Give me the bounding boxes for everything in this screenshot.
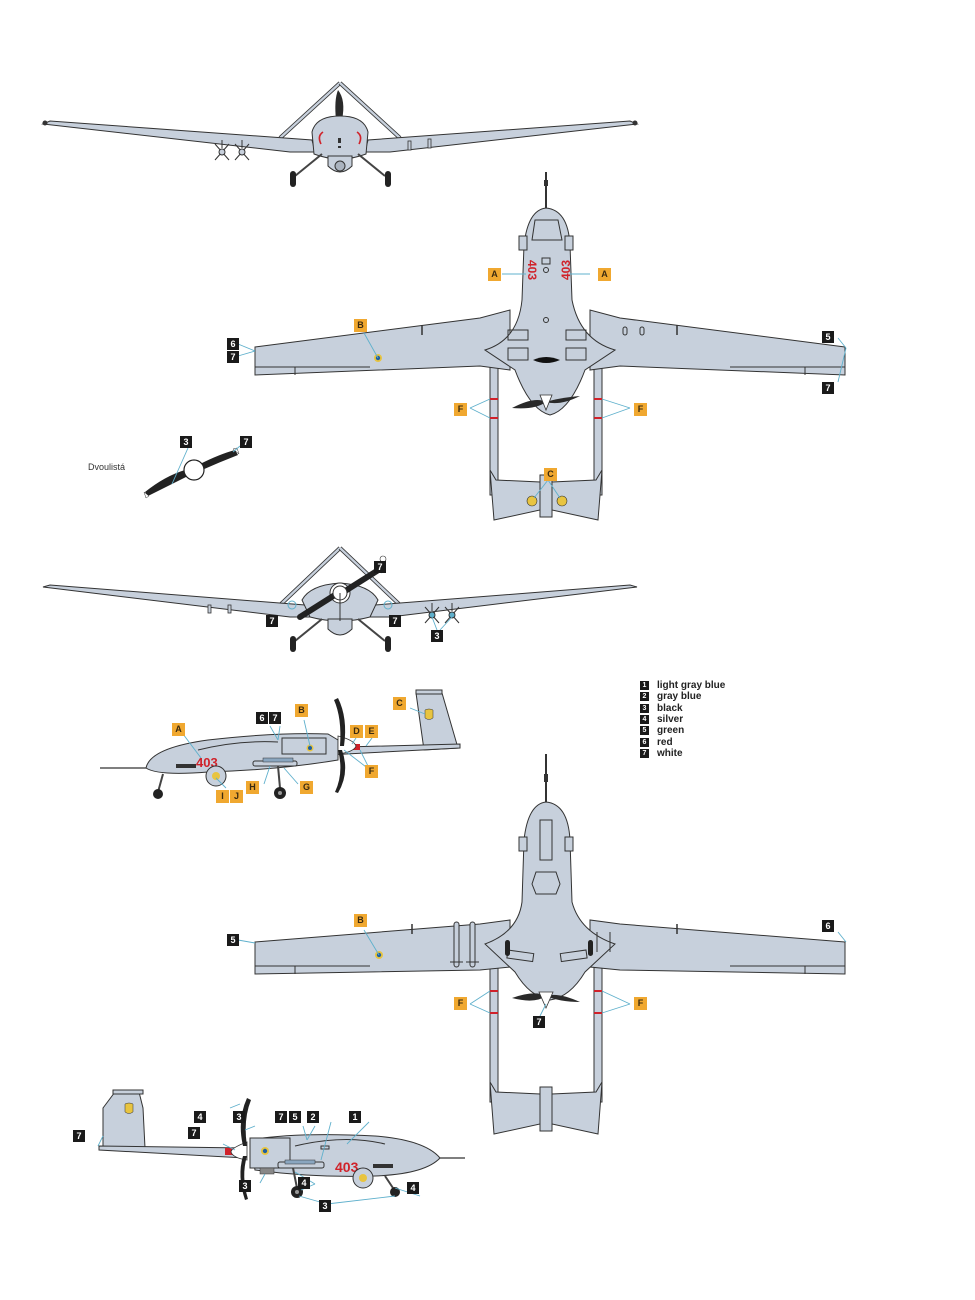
legend-key: 4 xyxy=(640,715,649,725)
callout-5-top: 5 xyxy=(822,331,834,343)
legend-key: 2 xyxy=(640,692,649,702)
callout-4-right-top: 4 xyxy=(194,1111,206,1123)
callout-B-bottom: B xyxy=(354,914,367,927)
callout-F-top-right: F xyxy=(634,403,647,416)
legend-key: 5 xyxy=(640,726,649,736)
callout-6-top: 6 xyxy=(227,338,239,350)
callout-7-front-right: 7 xyxy=(389,615,401,627)
callout-6-side: 6 xyxy=(256,712,268,724)
callout-C-tail: C xyxy=(393,697,406,710)
callout-7-right-tail: 7 xyxy=(73,1130,85,1142)
legend-label: white xyxy=(657,747,683,759)
legend-item: 6 red xyxy=(640,736,725,748)
callout-2-right: 2 xyxy=(307,1111,319,1123)
bottom-plan-view xyxy=(237,754,847,1135)
callout-4-right-mid: 4 xyxy=(298,1177,310,1189)
callout-3-right-bottom: 3 xyxy=(319,1200,331,1212)
callout-A-right: A xyxy=(598,268,611,281)
legend-item: 1 light gray blue xyxy=(640,680,725,691)
legend-key: 3 xyxy=(640,703,649,713)
callout-F-bottom-right: F xyxy=(634,997,647,1010)
callout-3-right-top: 3 xyxy=(233,1111,245,1123)
legend-item: 4 silver xyxy=(640,714,725,725)
callout-3-right-low: 3 xyxy=(239,1180,251,1192)
callout-J-side: J xyxy=(230,790,243,803)
callout-7-top-right: 7 xyxy=(822,382,834,394)
callout-5-bottom: 5 xyxy=(227,934,239,946)
callout-7-front-top: 7 xyxy=(374,561,386,573)
top-plan-view: 403 403 xyxy=(237,172,847,521)
callout-3-front: 3 xyxy=(431,630,443,642)
legend-key: 1 xyxy=(640,681,649,691)
two-blade-propeller-inset xyxy=(143,445,241,499)
front-view-upper xyxy=(41,81,639,187)
legend-item: 2 gray blue xyxy=(640,691,725,702)
callout-G-side: G xyxy=(300,781,313,794)
callout-D-side: D xyxy=(350,725,363,738)
svg-text:403: 403 xyxy=(335,1159,359,1175)
callout-E-side: E xyxy=(365,725,378,738)
callout-7-top-left: 7 xyxy=(227,351,239,363)
legend-label: light gray blue xyxy=(657,680,726,692)
callout-H-side: H xyxy=(246,781,259,794)
right-side-view: 403 xyxy=(97,1089,465,1205)
callout-7-right-spinner: 7 xyxy=(188,1127,200,1139)
callout-C-top: C xyxy=(544,468,557,481)
callout-B-top: B xyxy=(354,319,367,332)
callout-A-side: A xyxy=(172,723,185,736)
callout-B-side: B xyxy=(295,704,308,717)
svg-text:403: 403 xyxy=(525,260,539,280)
legend-label: gray blue xyxy=(657,691,702,703)
front-view-lower xyxy=(42,546,638,652)
color-legend: 1 light gray blue 2 gray blue 3 black 4 silv… xyxy=(640,680,725,759)
legend-key: 7 xyxy=(640,748,649,758)
callout-7-front-left: 7 xyxy=(266,615,278,627)
propeller-caption: Dvoulistá xyxy=(88,462,126,472)
callout-4-right-gear: 4 xyxy=(407,1182,419,1194)
legend-item: 5 green xyxy=(640,725,725,736)
callout-F-bottom-left: F xyxy=(454,997,467,1010)
callout-7-side: 7 xyxy=(269,712,281,724)
legend-label: silver xyxy=(657,714,684,726)
legend-label: red xyxy=(657,736,673,748)
callout-F-side: F xyxy=(365,765,378,778)
callout-F-top-left: F xyxy=(454,403,467,416)
callout-1-right: 1 xyxy=(349,1111,361,1123)
callout-3-propeller: 3 xyxy=(180,436,192,448)
svg-text:403: 403 xyxy=(559,260,573,280)
legend-item: 3 black xyxy=(640,703,725,714)
callout-7-bottom: 7 xyxy=(533,1016,545,1028)
legend-item: 7 white xyxy=(640,748,725,759)
callout-A-left: A xyxy=(488,268,501,281)
legend-label: black xyxy=(657,702,683,714)
callout-I-side: I xyxy=(216,790,229,803)
legend-label: green xyxy=(657,725,685,737)
legend-key: 6 xyxy=(640,737,649,747)
callout-5-right: 5 xyxy=(289,1111,301,1123)
callout-7-right-mid: 7 xyxy=(275,1111,287,1123)
callout-6-bottom: 6 xyxy=(822,920,834,932)
left-side-view: 403 xyxy=(100,689,461,799)
callout-7-propeller: 7 xyxy=(240,436,252,448)
